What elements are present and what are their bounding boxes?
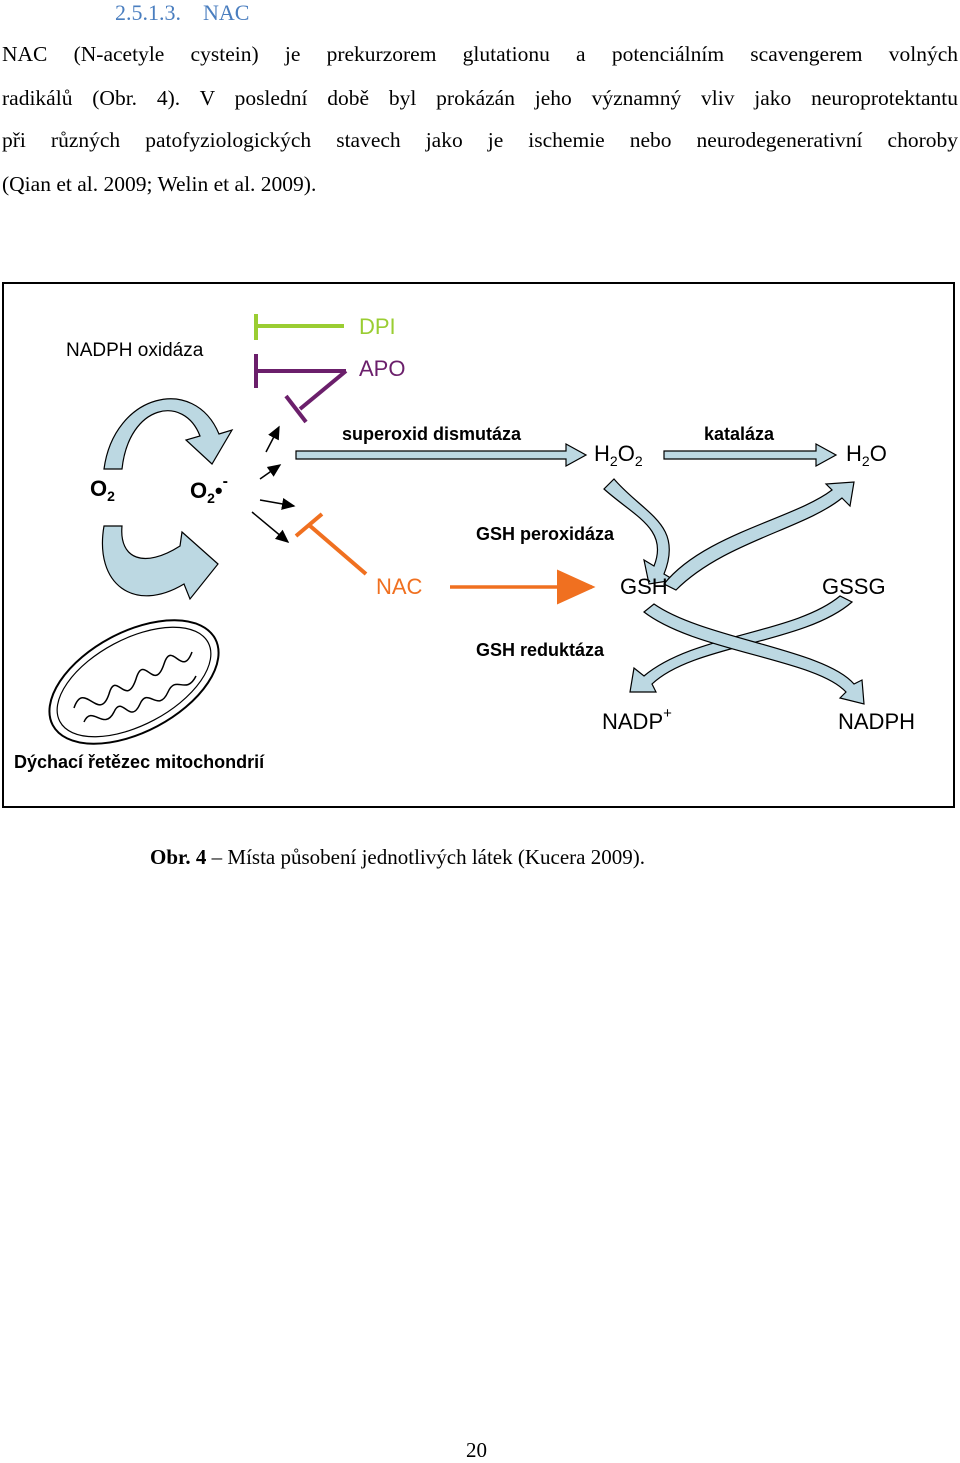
pathway-diagram: NADPH oxidáza DPI APO O2 O2•- <box>14 314 915 772</box>
superoxide-radiating-arrows <box>251 425 296 543</box>
figure-caption-text: – Místa působení jednotlivých látek (Kuc… <box>206 845 645 869</box>
respiratory-chain-arrow <box>101 525 219 601</box>
page-number: 20 <box>466 1438 487 1462</box>
nadph-oxidase-label: NADPH oxidáza <box>66 340 204 361</box>
nadph-label: NADPH <box>838 709 915 734</box>
sod-arrow <box>295 442 588 468</box>
oxygen-label: O2 <box>90 476 115 504</box>
paragraph-line-3: při různých patofyziologických stavech j… <box>2 128 958 152</box>
figure-frame: NADPH oxidáza DPI APO O2 O2•- <box>2 282 955 808</box>
section-number: 2.5.1.3. <box>115 0 181 25</box>
dpi-inhibitor <box>254 314 344 340</box>
nac-label: NAC <box>376 574 423 599</box>
figure-caption: Obr. 4 – Místa působení jednotlivých lát… <box>150 845 645 870</box>
water-label: H2O <box>846 441 887 469</box>
hydrogen-peroxide-label: H2O2 <box>594 441 643 469</box>
superoxide-label: O2•- <box>190 473 228 506</box>
paragraph-line-2: radikálů (Obr. 4). V poslední době byl p… <box>2 86 958 110</box>
gsh-label: GSH <box>620 574 668 599</box>
nadph-oxidase-arrow <box>103 398 234 470</box>
paragraph-line-1: NAC (N-acetyle cystein) je prekurzorem g… <box>2 42 958 66</box>
gssg-label: GSSG <box>822 574 886 599</box>
mitochondrion-icon <box>48 619 220 745</box>
nac-inhibitor <box>294 512 368 576</box>
gsh-peroxidase-arc-left <box>603 478 676 585</box>
section-title: NAC <box>203 0 250 25</box>
paragraph-line-4: (Qian et al. 2009; Welin et al. 2009). <box>2 172 317 196</box>
catalase-arrow <box>663 442 838 468</box>
section-heading: 2.5.1.3. NAC <box>115 0 249 26</box>
sod-label: superoxid dismutáza <box>342 424 522 444</box>
dpi-label: DPI <box>359 314 396 339</box>
nadp-plus-label: NADP+ <box>602 705 672 734</box>
gsh-peroxidase-label: GSH peroxidáza <box>476 524 615 544</box>
catalase-label: kataláza <box>704 424 775 444</box>
gsh-reductase-label: GSH reduktáza <box>476 640 605 660</box>
apo-inhibitor <box>254 354 348 424</box>
apo-label: APO <box>359 356 405 381</box>
gsh-reductase-arc-right <box>643 603 865 705</box>
figure-caption-label: Obr. 4 <box>150 845 207 869</box>
gsh-peroxidase-arc-right <box>663 481 855 591</box>
respiratory-chain-label: Dýchací řetězec mitochondrií <box>14 752 265 772</box>
